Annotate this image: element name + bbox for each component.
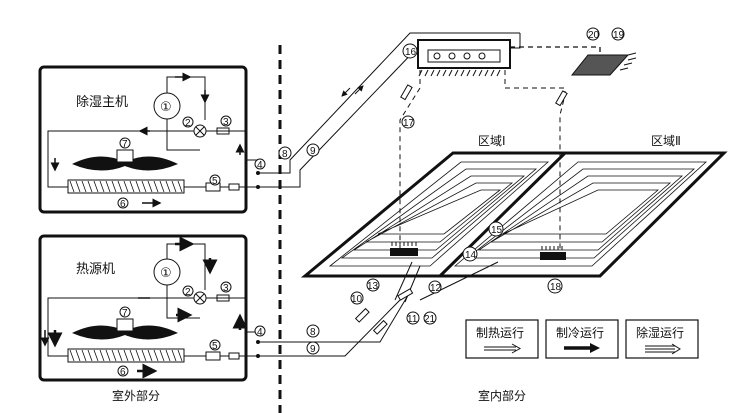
- pipe-gas-out: [206, 130, 258, 161]
- marker-16: 16: [405, 47, 417, 58]
- marker-19: 19: [613, 30, 625, 41]
- floor-panels: 区域Ⅰ 区域Ⅱ 18 14 15 13 12 10 11 21: [300, 134, 728, 325]
- legend: 制热运行 制冷运行 除湿运行: [465, 319, 699, 359]
- heat-source-title: 热源机: [76, 262, 115, 277]
- pipe-compressor-down: [166, 119, 200, 151]
- marker-9-top: 9: [310, 146, 316, 157]
- marker-18: 18: [550, 282, 562, 293]
- marker-1-bottom: ①: [160, 266, 172, 281]
- marker-6-bottom: 6: [120, 367, 126, 378]
- marker-17: 17: [403, 118, 415, 129]
- marker-3-bottom: 3: [223, 283, 229, 294]
- marker-20: 20: [588, 30, 600, 41]
- marker-10: 10: [351, 294, 363, 305]
- legend-heating-label: 制热运行: [476, 326, 524, 340]
- legend-heating: [465, 319, 539, 359]
- marker-12: 12: [430, 283, 442, 294]
- marker-15: 15: [491, 225, 503, 236]
- connecting-pipes: 8 9 8 9: [258, 32, 521, 357]
- floor-sensor-18: [540, 252, 566, 260]
- marker-8-top: 8: [282, 149, 288, 160]
- pipe-left-loop: [47, 130, 194, 188]
- marker-14: 14: [465, 250, 477, 261]
- legend-dehumidify-label: 除湿运行: [636, 325, 684, 340]
- floor-sensor-1: [390, 248, 418, 256]
- marker-2-bottom: 2: [185, 287, 191, 298]
- room-sensor-19: [570, 54, 630, 76]
- marker-9-bottom: 9: [310, 344, 316, 355]
- marker-1-top: ①: [160, 100, 172, 115]
- coil-zone-1: [328, 161, 550, 267]
- marker-13: 13: [367, 281, 379, 292]
- marker-21: 21: [424, 314, 436, 325]
- marker-4-bottom: 4: [257, 327, 263, 338]
- dehumidifier-title: 除湿主机: [76, 95, 128, 110]
- marker-3: 3: [223, 117, 229, 128]
- indoor-label: 室内部分: [478, 388, 526, 403]
- legend-cooling-label: 制冷运行: [556, 326, 604, 340]
- zone2-label: 区域Ⅱ: [651, 134, 681, 148]
- heat-source-unit: 热源机 ① 2 3 7 6 5 4: [38, 234, 266, 382]
- marker-2-badge: [182, 116, 194, 128]
- heat-source-box: [38, 234, 248, 382]
- outdoor-label: 室外部分: [112, 388, 160, 403]
- marker-7-top: 7: [122, 139, 128, 150]
- dehumidifier-box: [38, 65, 248, 214]
- coil-zone-2: [453, 161, 708, 267]
- marker-5-bottom: 5: [212, 341, 218, 352]
- indoor-dehumidifier: 16 20 19 17: [399, 27, 637, 255]
- marker-2: 2: [185, 118, 191, 129]
- marker-7-bottom: 7: [122, 308, 128, 319]
- marker-4-top: 4: [257, 160, 263, 171]
- dehumidifier-unit: 除湿主机 ① 2 3 7 6: [38, 65, 266, 214]
- zone1-label: 区域Ⅰ: [478, 134, 506, 148]
- marker-11: 11: [407, 314, 418, 325]
- legend-cooling: [545, 319, 619, 359]
- marker-8-bottom: 8: [310, 327, 316, 338]
- marker-5-top: 5: [212, 176, 218, 187]
- marker-6-top: 6: [120, 199, 126, 210]
